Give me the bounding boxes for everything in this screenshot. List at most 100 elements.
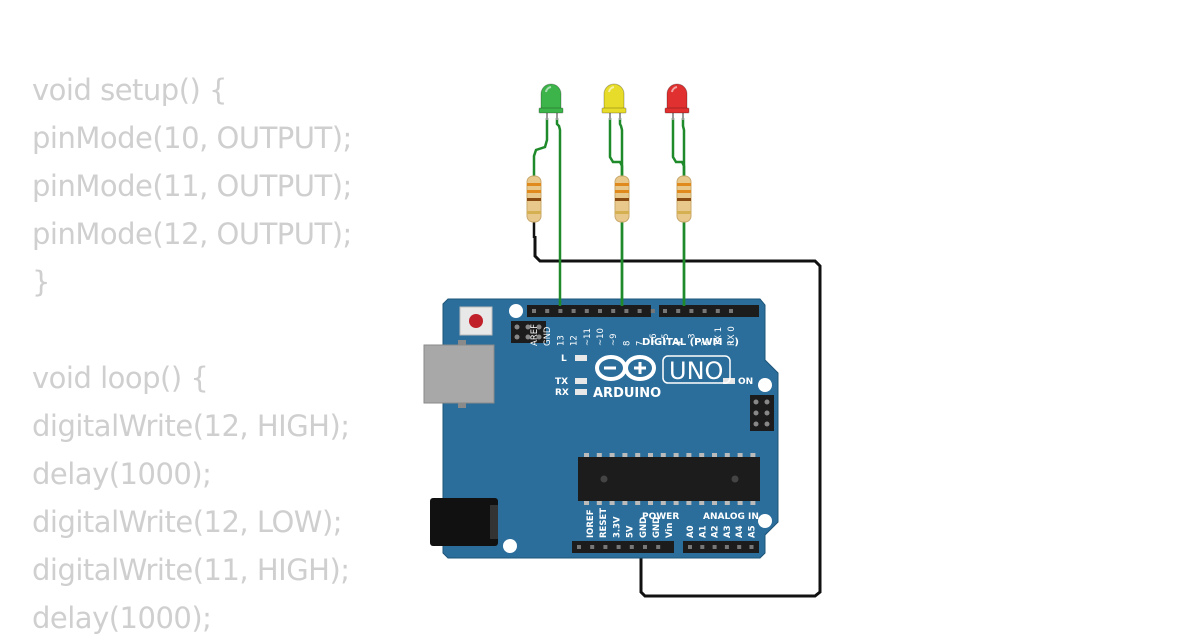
code-line: } — [32, 265, 50, 299]
code-line: pinMode(11, OUTPUT); — [32, 169, 352, 203]
mount-hole — [758, 378, 772, 392]
code-line: digitalWrite(12, HIGH); — [32, 409, 350, 443]
header-pin — [590, 545, 595, 549]
digital-pin-label: ~3 — [687, 333, 697, 346]
header-pin — [616, 545, 621, 549]
led-red[interactable] — [664, 83, 690, 114]
digital-pin-label: GND — [543, 326, 553, 346]
code-line: pinMode(10, OUTPUT); — [32, 121, 352, 155]
analog-pin-label: A4 — [735, 525, 745, 538]
power-jack — [430, 498, 498, 546]
power-label: POWER — [642, 512, 679, 522]
power-pin-label: GND — [639, 517, 649, 538]
cathode-wire — [532, 118, 549, 176]
digital-pin-label: 2 — [701, 341, 711, 346]
digital-pin-label: 13 — [556, 335, 566, 346]
resistor[interactable] — [614, 175, 630, 223]
tx-label: TX — [555, 377, 568, 387]
code-line: void loop() { — [32, 361, 209, 395]
header-pin — [676, 309, 681, 313]
led-yellow[interactable] — [601, 83, 627, 114]
power-pin-label: RESET — [599, 508, 609, 538]
analog-pin-label: A2 — [711, 525, 721, 538]
analog-pin-label: A5 — [748, 525, 758, 538]
header-pin — [577, 545, 581, 549]
digital-pin-label: RX 0 — [727, 326, 737, 346]
code-line: pinMode(12, OUTPUT); — [32, 217, 352, 251]
analog-header — [683, 541, 759, 553]
header-pin — [729, 309, 733, 313]
header-pin — [712, 545, 717, 549]
power-pin-label: IOREF — [586, 509, 596, 538]
digital-header-label: DIGITAL (PWM ~) — [642, 337, 739, 348]
ground-wire — [533, 236, 822, 598]
code-line: digitalWrite(11, HIGH); — [32, 553, 350, 587]
digital-pin-label: AREF — [530, 324, 540, 346]
header-pin — [724, 545, 729, 549]
power-pin-label: Vin — [665, 523, 675, 538]
led-yellow-assembly — [601, 83, 630, 306]
signal-wire — [555, 118, 562, 306]
l-label: L — [561, 354, 567, 364]
brand-label: ARDUINO — [593, 386, 661, 401]
header-pin — [700, 545, 705, 549]
power-pin-label: 5V — [626, 525, 636, 538]
power-pin-label: 3.3V — [612, 516, 622, 538]
mount-hole — [503, 539, 517, 553]
code-line: void setup() { — [32, 73, 227, 107]
digital-pin-label: 7 — [636, 341, 646, 346]
header-pin — [702, 309, 707, 313]
code-line: delay(1000); — [32, 601, 212, 635]
header-pin — [663, 309, 667, 313]
rx-indicator — [575, 389, 587, 395]
header-pin — [688, 545, 692, 549]
resistor[interactable] — [676, 175, 692, 223]
led-green-assembly — [526, 83, 564, 306]
microcontroller-chip — [578, 453, 760, 505]
analog-pin-label: A0 — [686, 525, 696, 538]
header-pin — [637, 309, 642, 313]
header-pin — [558, 309, 563, 313]
led-green[interactable] — [538, 83, 564, 114]
usb-port — [423, 344, 495, 404]
digital-pin-label: ~5 — [661, 333, 671, 346]
cathode-wire — [671, 118, 686, 176]
tx-indicator — [575, 378, 587, 384]
digital-pin-label: 8 — [622, 341, 632, 346]
on-label: ON — [738, 377, 753, 387]
header-pin — [643, 545, 647, 549]
header-pin — [650, 309, 655, 313]
header-pin — [603, 545, 608, 549]
analog-pin-label: A1 — [698, 525, 708, 538]
header-pin — [737, 545, 742, 549]
cathode-wire — [608, 118, 624, 176]
led-l-indicator — [575, 355, 587, 361]
resistor[interactable] — [526, 175, 542, 223]
header-pin — [571, 309, 576, 313]
digital-pin-label: ~10 — [596, 328, 606, 346]
digital-pin-label: ~9 — [609, 333, 619, 346]
analog-pin-label: A3 — [723, 525, 733, 538]
mount-hole — [758, 514, 772, 528]
digital-pin-label: 4 — [674, 341, 684, 346]
header-pin — [689, 309, 694, 313]
digital-header — [527, 305, 759, 317]
header-pin — [624, 309, 629, 313]
header-pin — [715, 309, 720, 313]
mount-hole — [509, 304, 523, 318]
header-pin — [629, 545, 634, 549]
icsp-header — [511, 321, 546, 343]
arduino-logo-icon — [595, 355, 656, 381]
power-pin-label: GND — [652, 517, 662, 538]
digital-pin-label: ~11 — [583, 328, 593, 346]
digital-pin-label: TX 1 — [714, 327, 724, 347]
header-pin — [749, 545, 754, 549]
power-header — [572, 541, 674, 553]
code-line: delay(1000); — [32, 457, 212, 491]
code-panel: void setup() { pinMode(10, OUTPUT); pinMod… — [32, 66, 352, 642]
icsp-header-right — [750, 395, 774, 431]
model-label: UNO — [669, 357, 723, 385]
analog-label: ANALOG IN — [703, 512, 759, 522]
header-pin — [656, 545, 661, 549]
